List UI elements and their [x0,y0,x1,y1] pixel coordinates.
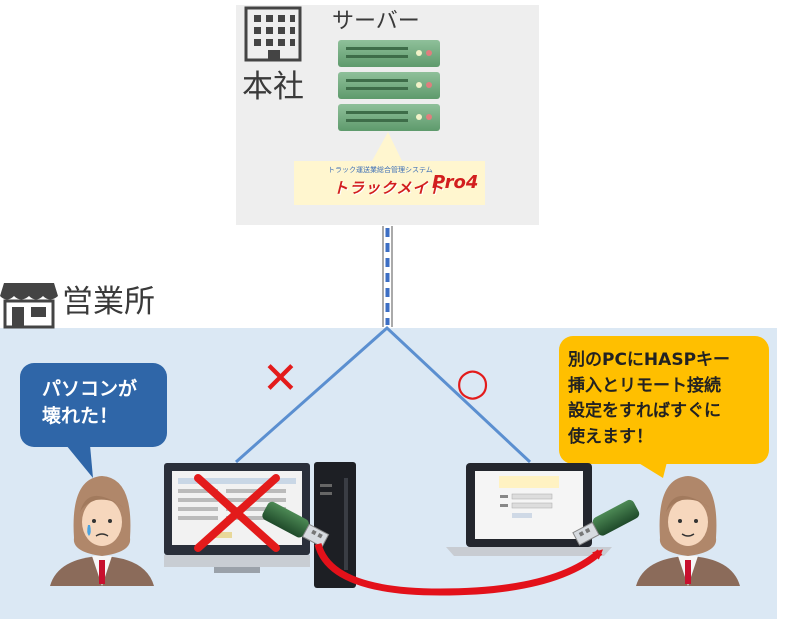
headquarters-label: 本社 [242,69,304,105]
software-tagline: トラック運送業総合管理システム [328,166,433,174]
move-key-arrow [314,542,603,596]
broken-cross-icon [194,474,280,552]
ng-mark: ✕ [262,353,299,404]
laptop-icon [446,463,612,556]
right-speech-bubble [559,336,769,478]
left-bubble-text: パソコンが 壊れた！ [42,378,138,427]
software-name: トラックメイト [333,179,445,197]
building-icon [244,6,302,62]
vpn-link-line [382,226,393,327]
software-logo-card [294,161,485,205]
right-bubble-text: 別のPCにHASPキー 挿入とリモート接続 設定をすればすぐに 使えます！ [568,350,731,447]
server-rack-icon [338,40,440,131]
usb-key-icon [572,499,640,546]
person-icon [50,476,154,586]
desktop-pc-icon [164,463,310,573]
ok-mark: ○ [456,360,490,404]
network-branch-lines [235,325,532,464]
usb-key-icon [262,501,330,548]
branch-office-label: 営業所 [62,284,155,320]
server-label: サーバー [332,9,420,34]
shop-icon [0,283,58,329]
server-callout [372,132,402,161]
person-icon [636,476,740,586]
software-edition: Pro4 [432,172,479,193]
left-speech-bubble [20,363,167,478]
